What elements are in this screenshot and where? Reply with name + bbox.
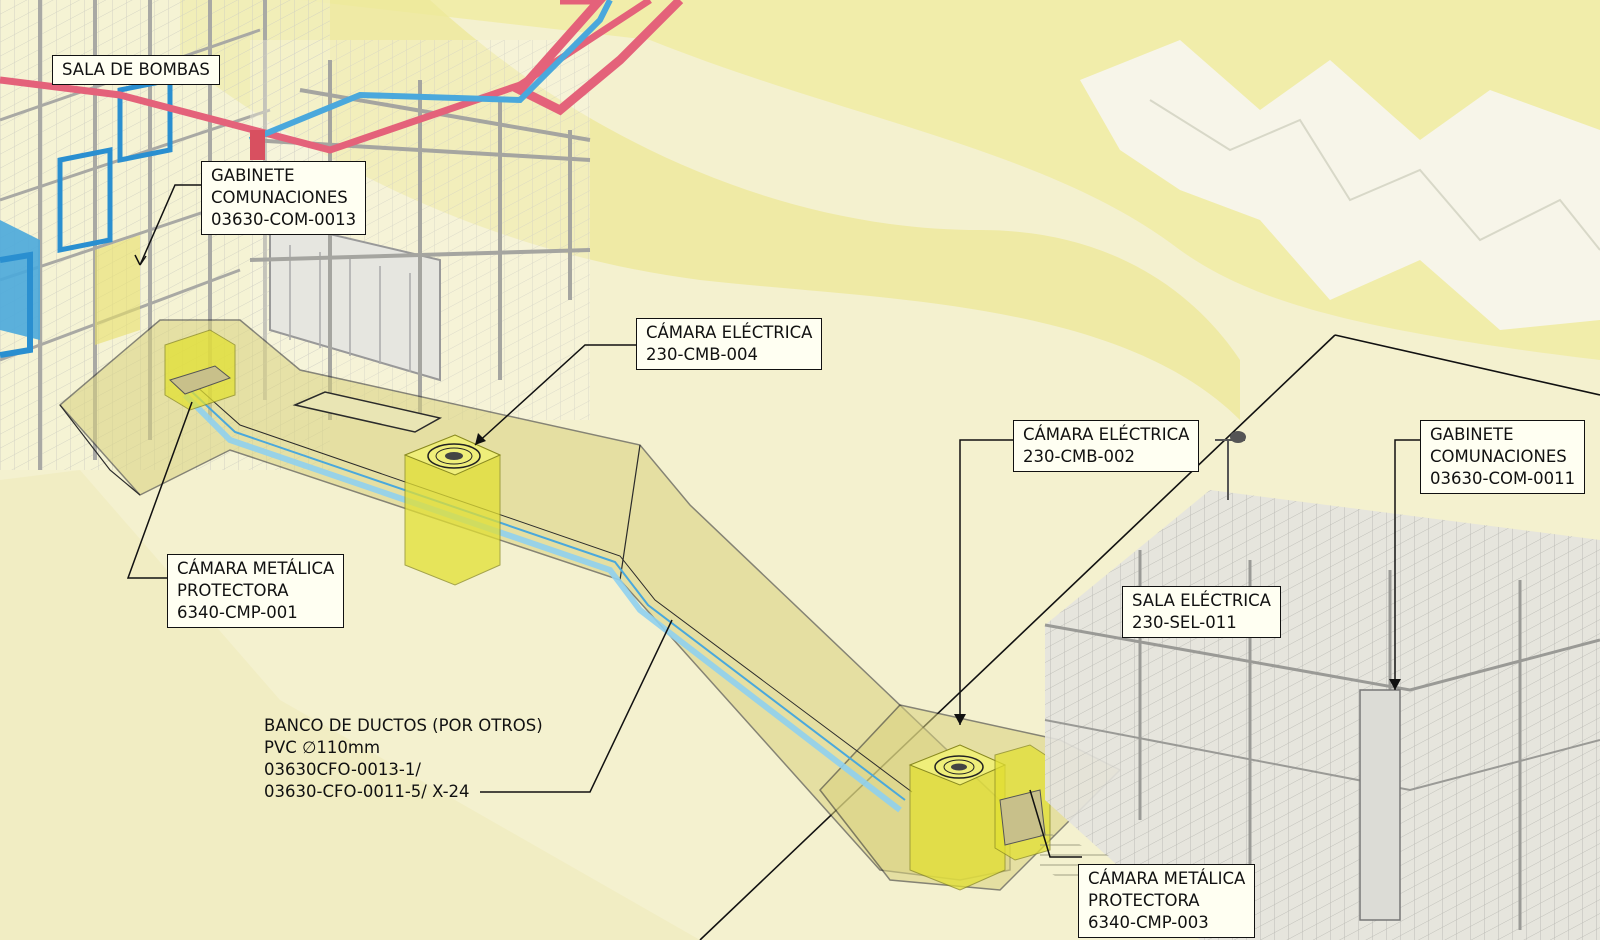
label-text: 03630-CFO-0011-5/ X-24 — [264, 782, 470, 801]
label-camara-metalica-cmp-001: CÁMARA METÁLICA PROTECTORA 6340-CMP-001 — [167, 554, 345, 628]
label-text: GABINETE — [1430, 425, 1514, 444]
building-outline-left — [699, 334, 1336, 940]
label-gabinete-com-0013: GABINETE COMUNACIONES 03630-COM-0013 — [201, 161, 367, 235]
leader-arrow — [134, 254, 147, 266]
chamber-230-cmb-004 — [403, 434, 502, 586]
label-text: CÁMARA ELÉCTRICA — [646, 323, 813, 342]
building-outline-top — [1334, 334, 1600, 396]
label-text: 230-SEL-011 — [1132, 613, 1237, 632]
label-text: PROTECTORA — [177, 581, 289, 600]
label-camara-cmb-004: CÁMARA ELÉCTRICA 230-CMB-004 — [636, 318, 823, 370]
conduit-run-a — [182, 392, 902, 813]
label-sala-de-bombas: SALA DE BOMBAS — [52, 55, 220, 85]
label-text: PVC ∅110mm — [264, 738, 381, 757]
leader-arrow — [1389, 679, 1401, 690]
label-camara-metalica-cmp-003: CÁMARA METÁLICA PROTECTORA 6340-CMP-003 — [1078, 864, 1256, 938]
label-text: BANCO DE DUCTOS (POR OTROS) — [264, 716, 543, 735]
label-text: COMUNACIONES — [1430, 447, 1567, 466]
label-text: 230-CMB-002 — [1023, 447, 1135, 466]
leader-arrow — [475, 433, 486, 445]
label-banco-de-ductos: BANCO DE DUCTOS (POR OTROS) PVC ∅110mm 0… — [264, 715, 543, 803]
label-text: SALA DE BOMBAS — [62, 60, 210, 79]
label-text: 03630-COM-0013 — [211, 210, 357, 229]
steel-frame-structure — [249, 40, 591, 420]
red-pipe-riser — [512, 0, 684, 116]
label-text: CÁMARA METÁLICA — [1088, 869, 1246, 888]
leader-lines — [126, 184, 1420, 858]
label-text: CÁMARA ELÉCTRICA — [1023, 425, 1190, 444]
label-text: GABINETE — [211, 166, 295, 185]
chamber-230-cmb-002 — [908, 744, 1007, 891]
label-text: 6340-CMP-001 — [177, 603, 298, 622]
terrain-rock-lines — [1149, 99, 1600, 251]
metallic-chamber-cmp-001 — [164, 329, 236, 411]
label-gabinete-com-0011: GABINETE COMUNACIONES 03630-COM-0011 — [1420, 420, 1586, 494]
red-valve — [250, 130, 265, 160]
label-text: COMUNACIONES — [211, 188, 348, 207]
conduit-run-c — [194, 384, 913, 793]
label-text: SALA ELÉCTRICA — [1132, 591, 1271, 610]
label-camara-cmb-002: CÁMARA ELÉCTRICA 230-CMB-002 — [1013, 420, 1200, 472]
label-text: 03630-COM-0011 — [1430, 469, 1576, 488]
label-text: PROTECTORA — [1088, 891, 1200, 910]
terrain-upper-band — [300, 0, 1600, 360]
leader-arrow — [954, 714, 966, 725]
metallic-chamber-cmp-003 — [994, 744, 1051, 861]
label-sala-electrica: SALA ELÉCTRICA 230-SEL-011 — [1122, 586, 1281, 638]
conduit-run-b — [189, 389, 906, 801]
label-text: 03630CFO-0013-1/ — [264, 760, 421, 779]
blue-pipe — [248, 0, 613, 143]
label-text: 230-CMB-004 — [646, 345, 758, 364]
label-text: CÁMARA METÁLICA — [177, 559, 335, 578]
label-text: 6340-CMP-003 — [1088, 913, 1209, 932]
